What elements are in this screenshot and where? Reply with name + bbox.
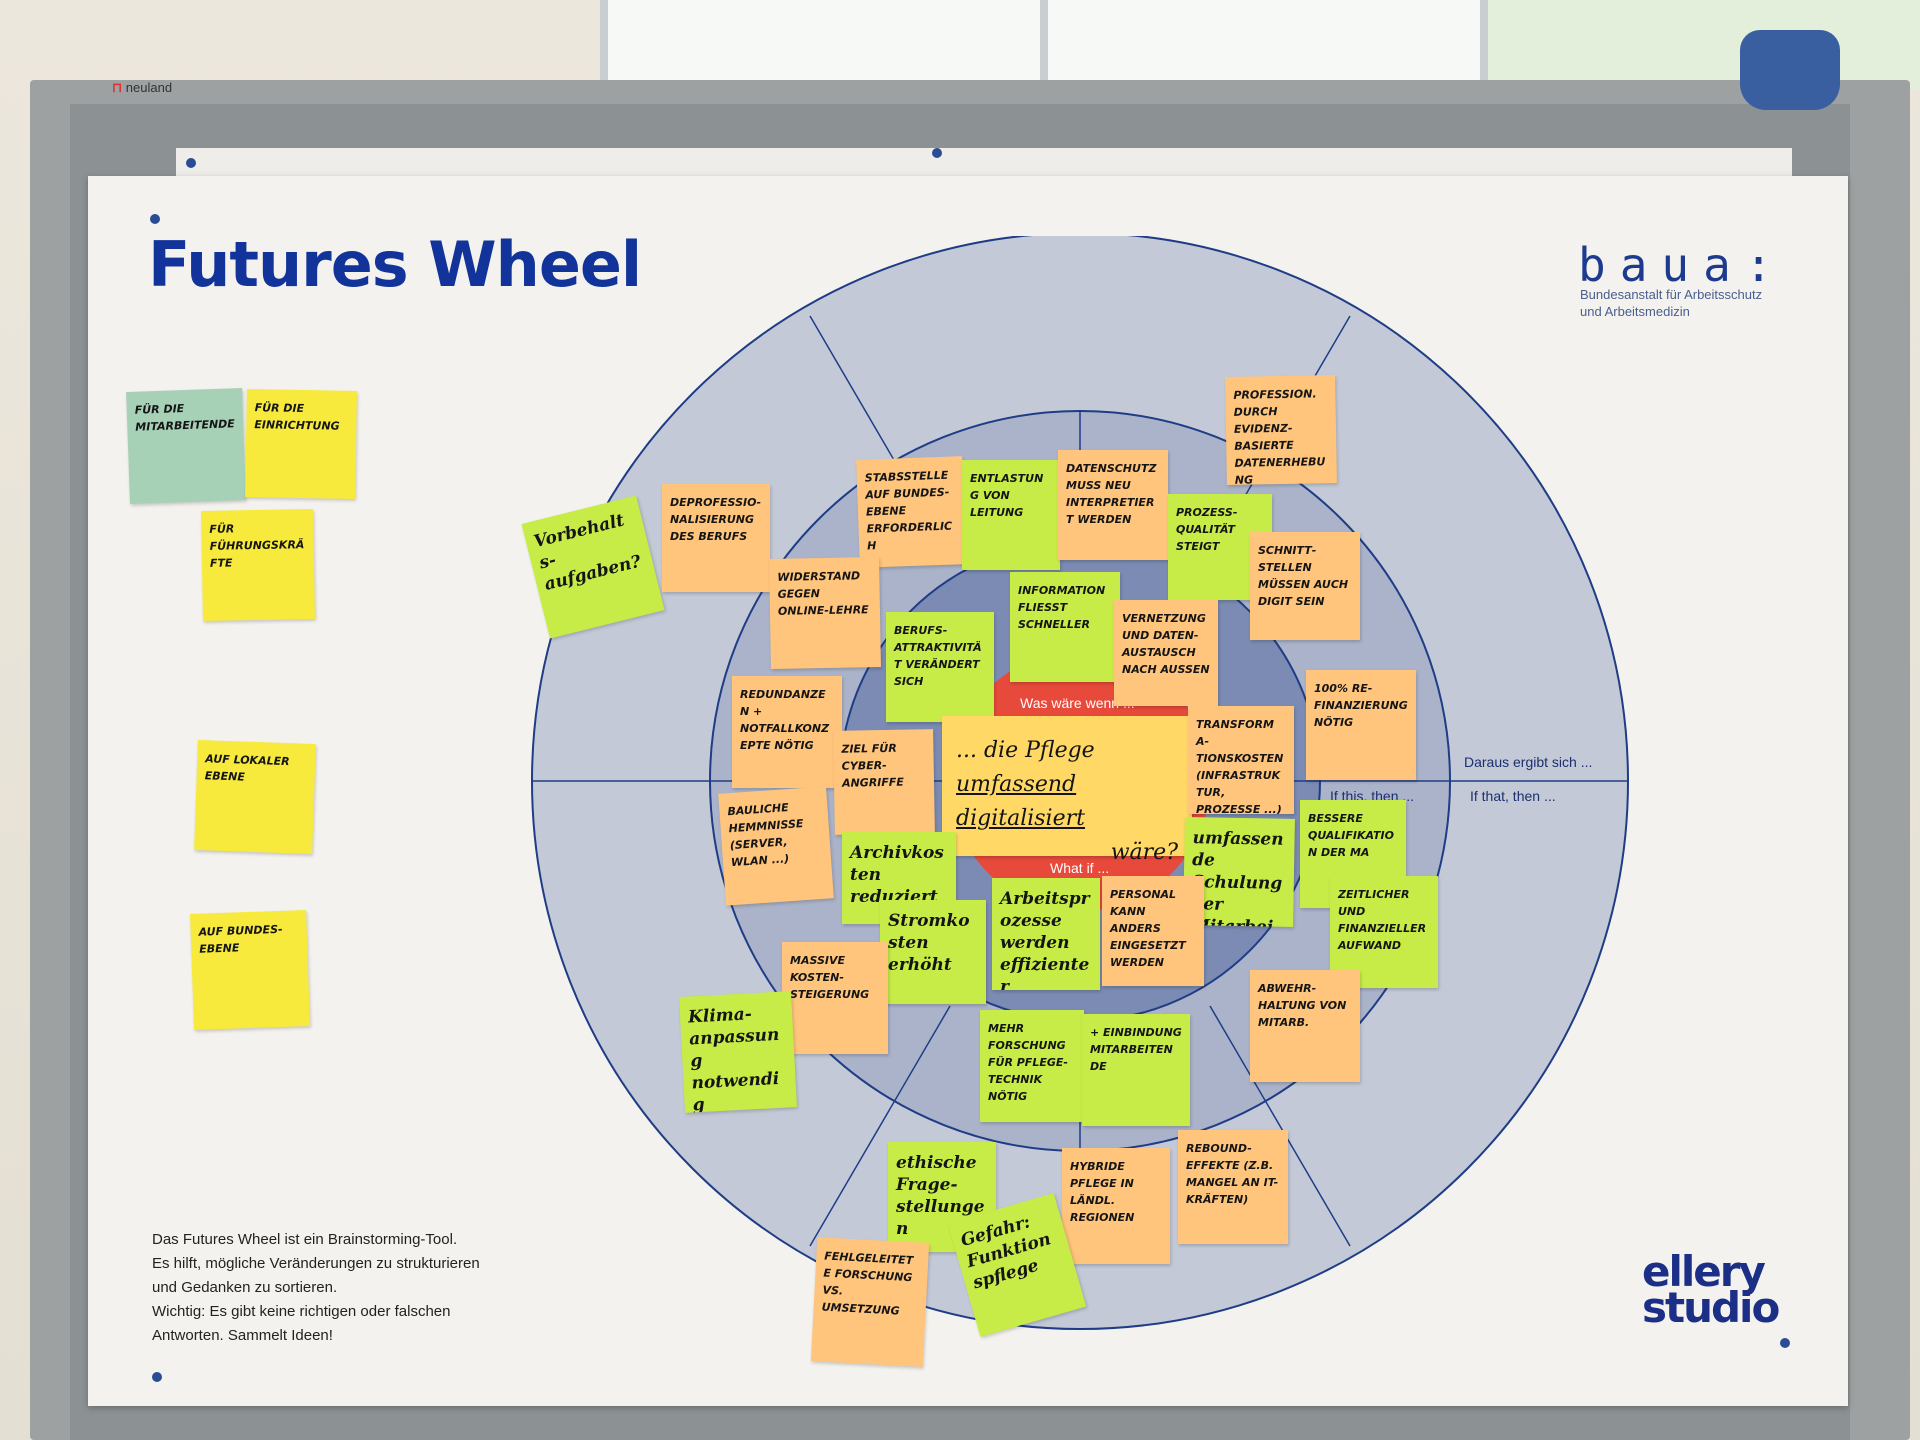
sticky-note: auf Bundes-Ebene [190, 910, 310, 1030]
caption-line: Antworten. Sammelt Ideen! [152, 1327, 333, 1344]
sticky-note: für Führungskräfte [201, 509, 315, 621]
sticky-note: Profession. durch evidenz­basierte Daten… [1225, 375, 1337, 485]
ring-label-if-that: If that, then ... [1470, 788, 1556, 804]
ring-label-daraus: Daraus ergibt sich ... [1464, 754, 1593, 770]
sticky-note: Rebound-Effekte (z.B. Mangel an IT-Kräft… [1178, 1130, 1288, 1244]
baua-logo-line: und Arbeitsmedizin [1580, 304, 1690, 319]
central-note-line: umfassend digitalisiert [956, 772, 1085, 831]
sticky-note: Berufs­attraktivität verändert sich [886, 612, 994, 722]
sticky-note: für die Einrichtung [245, 389, 357, 499]
sticky-note: Ziel für Cyber-Angriffe [833, 729, 935, 835]
board-brand-label: ⊓ neuland [112, 80, 173, 95]
sticky-note: Bauliche Hemmnisse (Server, WLAN ...) [718, 786, 834, 906]
wheel-center-bottom-label: What if ... [1050, 860, 1109, 876]
sticky-note: Widerstand gegen Online-Lehre [769, 557, 881, 669]
sticky-note: Information fliesst schneller [1010, 572, 1120, 682]
pin [932, 148, 942, 158]
window-pane [1040, 0, 1496, 90]
sticky-note: Zeitlicher und finanzieller Aufwand [1330, 876, 1438, 988]
sticky-note: Massive Kosten­steigerung [782, 942, 888, 1054]
ellery-logo-line: studio [1642, 1283, 1780, 1332]
pin [152, 1372, 162, 1382]
sticky-note: Mehr Forschung für Pflege­technik nötig [980, 1010, 1084, 1122]
pin [1780, 1338, 1790, 1348]
board-brand-text: neuland [125, 80, 173, 95]
pin [186, 158, 196, 168]
poster-caption: Das Futures Wheel ist ein Brainstorming-… [152, 1228, 552, 1348]
wheel-spoke [809, 1005, 951, 1247]
caption-line: Es hilft, mögliche Veränderungen zu stru… [152, 1255, 480, 1272]
sticky-note: Fehlgeleitete Forschung vs. Umsetzung [810, 1237, 930, 1367]
window-pane [600, 0, 1056, 90]
central-note-line: wäre? [1110, 840, 1178, 865]
sticky-note: Redundanzen + Notfallkonzepte nötig [732, 676, 842, 788]
sticky-note: auf lokaler Ebene [194, 739, 316, 855]
wheel-spoke [1209, 1005, 1351, 1247]
caption-line: Das Futures Wheel ist ein Brainstorming-… [152, 1231, 458, 1248]
baua-logo-line: Bundesanstalt für Arbeitsschutz [1580, 287, 1763, 302]
sticky-note: Abwehr­haltung von Mitarb. [1250, 970, 1360, 1082]
sticky-note: Transforma­tionskosten (Infrastruktur, P… [1188, 706, 1294, 814]
magnet [1740, 30, 1840, 110]
ellery-studio-logo: ellery studio [1642, 1247, 1780, 1332]
sticky-note: Vernetzung und Daten­austausch nach auss… [1114, 600, 1218, 706]
pin [150, 214, 160, 224]
sticky-note: Arbeitspro­zesse werden effizienter [992, 878, 1100, 990]
sticky-note: für die Mitarbeitende [126, 388, 246, 504]
sticky-note: Stromkosten erhöht [880, 900, 986, 1004]
poster-title: Futures Wheel [148, 228, 642, 301]
sticky-note: Deprofessio­nalisierung des Berufs [662, 484, 770, 592]
sticky-note: 100% Re­finanzierung nötig [1306, 670, 1416, 780]
ellery-logo-line: ellery [1642, 1247, 1766, 1296]
window-pane [1480, 0, 1920, 90]
wheel-center-top-label: Was wäre wenn ... [1020, 695, 1135, 711]
baua-logo-text: Bundesanstalt für Arbeitsschutz und Arbe… [1580, 286, 1762, 320]
sticky-note: Hybride Pflege in ländl. Regionen [1062, 1148, 1170, 1264]
sticky-note: Entlastung von Leitung [962, 460, 1060, 570]
sticky-note: + Einbindung Mitarbeitende [1082, 1014, 1190, 1126]
sticky-note: Personal kann anders eingesetzt werden [1102, 876, 1204, 986]
sticky-note: Schnitt­stellen müssen auch digit sein [1250, 532, 1360, 640]
sticky-note: Datenschutz muss neu interpretiert werde… [1058, 450, 1168, 560]
caption-line: und Gedanken zu sortieren. [152, 1279, 338, 1296]
baua-logo: baua: [1578, 238, 1787, 292]
central-note-line: ... die Pflege [956, 738, 1095, 763]
sticky-note: Klima­anpassung notwendig [679, 991, 797, 1113]
caption-line: Wichtig: Es gibt keine richtigen oder fa… [152, 1303, 451, 1320]
sticky-note: Stabsstelle auf Bundes­ebene erforderlic… [856, 456, 966, 568]
central-note: ... die Pflege umfassend digitalisiert w… [942, 716, 1192, 865]
